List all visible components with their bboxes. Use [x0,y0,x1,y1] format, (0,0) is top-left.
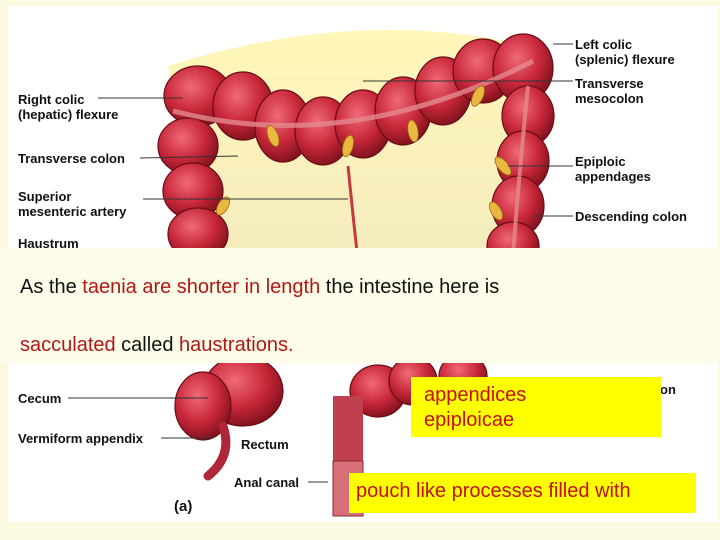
caption-band: As the taenia are shorter in length the … [0,248,720,363]
label-left-colic-flexure: Left colic (splenic) flexure [575,37,675,67]
caption-highlight-taenia: taenia are shorter in length [82,276,321,298]
label-superior-mesenteric-artery: Superior mesenteric artery [18,189,127,219]
label-colon-partial: on [660,382,676,397]
caption-text: the intestine here is [320,276,500,298]
figure-letter: (a) [174,498,193,515]
intestine-illustration [68,30,573,517]
caption-text: As the [20,276,83,298]
pouch-processes-box: pouch like processes filled with [349,473,696,513]
label-anal-canal: Anal canal [234,475,300,490]
caption-highlight-sacculated: sacculated [20,334,116,356]
caption-line-2: sacculated called haustrations. [20,334,294,357]
caption-line-1: As the taenia are shorter in length the … [20,276,499,299]
label-descending-colon: Descending colon [575,209,687,224]
label-epiploic-appendages: Epiploic appendages [575,154,651,184]
label-transverse-mesocolon: Transverse mesocolon [575,76,644,106]
label-right-colic-flexure: Right colic (hepatic) flexure [18,92,119,122]
caption-highlight-haustrations: haustrations. [179,334,294,356]
label-cecum: Cecum [18,391,62,406]
appendices-epiploicae-box: appendices epiploicae [411,377,661,437]
caption-text: called [115,334,179,356]
label-haustrum: Haustrum [18,236,79,251]
label-vermiform-appendix: Vermiform appendix [18,431,143,446]
label-rectum: Rectum [241,437,289,452]
label-transverse-colon: Transverse colon [18,151,125,166]
